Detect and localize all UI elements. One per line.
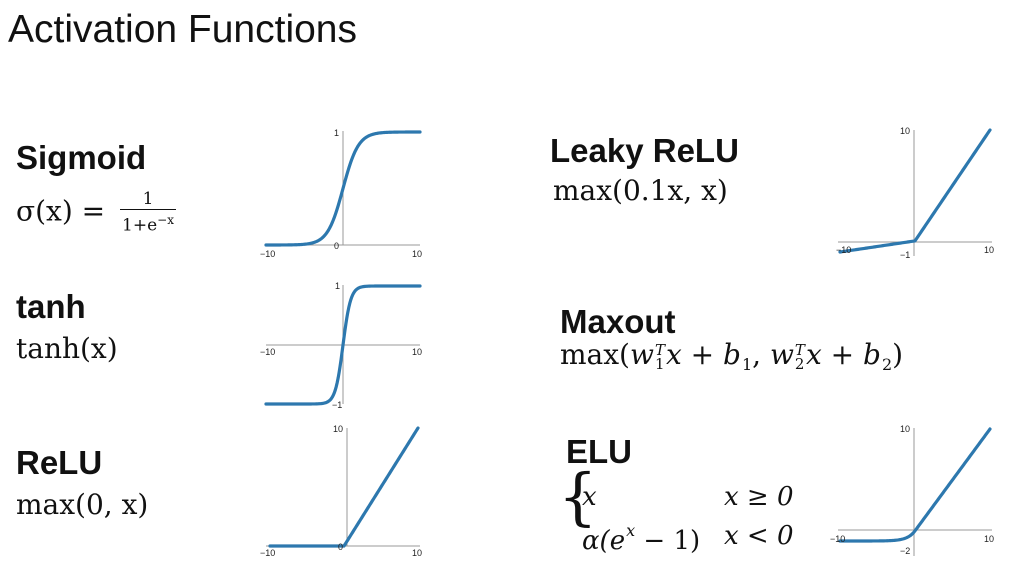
elu-case1-expr: x bbox=[582, 482, 597, 512]
relu-plot: −10 10 10 0 bbox=[260, 424, 422, 558]
elu-case2-cond: x < 0 bbox=[724, 521, 794, 551]
leaky-relu-tick-ytop: 10 bbox=[900, 126, 910, 136]
tanh-curve bbox=[264, 284, 422, 406]
sigmoid-tick-ytop: 1 bbox=[334, 128, 339, 138]
sigmoid-plot: −10 10 1 0 bbox=[260, 128, 422, 259]
relu-tick-ytop: 10 bbox=[333, 424, 343, 434]
tanh-plot: −10 10 1 −1 bbox=[260, 281, 422, 410]
relu-tick-y0: 0 bbox=[338, 542, 343, 552]
sigmoid-tick-y0: 0 bbox=[334, 241, 339, 251]
sigmoid-name: Sigmoid bbox=[16, 139, 147, 176]
sigmoid-den-exp: −x bbox=[157, 213, 174, 227]
elu-brace: { bbox=[558, 460, 598, 533]
tanh-tick-xmax: 10 bbox=[412, 347, 422, 357]
sigmoid-tick-xmax: 10 bbox=[412, 249, 422, 259]
elu-tick-ytop: 10 bbox=[900, 424, 910, 434]
relu-name: ReLU bbox=[16, 444, 103, 481]
sigmoid-formula: σ(x) = 1 1+e−x bbox=[16, 190, 176, 236]
maxout-name: Maxout bbox=[560, 303, 676, 340]
sigmoid-tick-xmin: −10 bbox=[260, 249, 275, 259]
elu-case1-cond: x ≥ 0 bbox=[724, 482, 794, 512]
sigmoid-numerator: 1 bbox=[142, 189, 154, 209]
relu-tick-xmin: −10 bbox=[260, 548, 275, 558]
elu-case2-tail: − 1) bbox=[635, 526, 701, 556]
relu-curve bbox=[268, 426, 420, 548]
leaky-relu-tick-ymid: −1 bbox=[900, 250, 910, 260]
elu-case2-expr-a: α(e bbox=[582, 526, 626, 556]
sigmoid-curve bbox=[264, 130, 422, 247]
elu-case2-cond-text: x < 0 bbox=[724, 521, 794, 551]
tanh-tick-xmin: −10 bbox=[260, 347, 275, 357]
elu-tick-xmin: −10 bbox=[830, 534, 845, 544]
sigmoid-formula-lhs: σ(x) = bbox=[16, 194, 106, 228]
leaky-relu-formula: max(0.1x, x) bbox=[553, 174, 728, 207]
sigmoid-fraction: 1 1+e−x bbox=[120, 190, 176, 236]
elu-plot: −10 10 10 −2 bbox=[830, 424, 994, 556]
leaky-relu-plot: −10 10 10 −1 bbox=[836, 126, 994, 260]
leaky-relu-tick-xmax: 10 bbox=[984, 245, 994, 255]
elu-case2-expr: α(ex − 1) bbox=[582, 521, 700, 556]
elu-name: ELU bbox=[566, 433, 632, 470]
elu-curve bbox=[838, 427, 992, 543]
leaky-relu-curve bbox=[838, 128, 992, 254]
tanh-name: tanh bbox=[16, 288, 86, 325]
relu-tick-xmax: 10 bbox=[412, 548, 422, 558]
page-title: Activation Functions bbox=[8, 8, 358, 51]
tanh-formula: tanh(x) bbox=[16, 332, 118, 365]
elu-case1-cond-text: x ≥ 0 bbox=[724, 482, 794, 512]
relu-formula: max(0, x) bbox=[16, 488, 149, 521]
elu-tick-ymid: −2 bbox=[900, 546, 910, 556]
tanh-tick-ybot: −1 bbox=[332, 400, 342, 410]
elu-case1-expr-text: x bbox=[582, 482, 597, 512]
elu-tick-xmax: 10 bbox=[984, 534, 994, 544]
leaky-relu-name: Leaky ReLU bbox=[550, 132, 739, 169]
sigmoid-denominator: 1+e−x bbox=[120, 209, 176, 236]
leaky-relu-tick-xmin: −10 bbox=[836, 245, 851, 255]
tanh-tick-ytop: 1 bbox=[335, 281, 340, 291]
elu-case2-exp: x bbox=[626, 521, 636, 540]
sigmoid-den-base: 1+e bbox=[122, 215, 158, 236]
